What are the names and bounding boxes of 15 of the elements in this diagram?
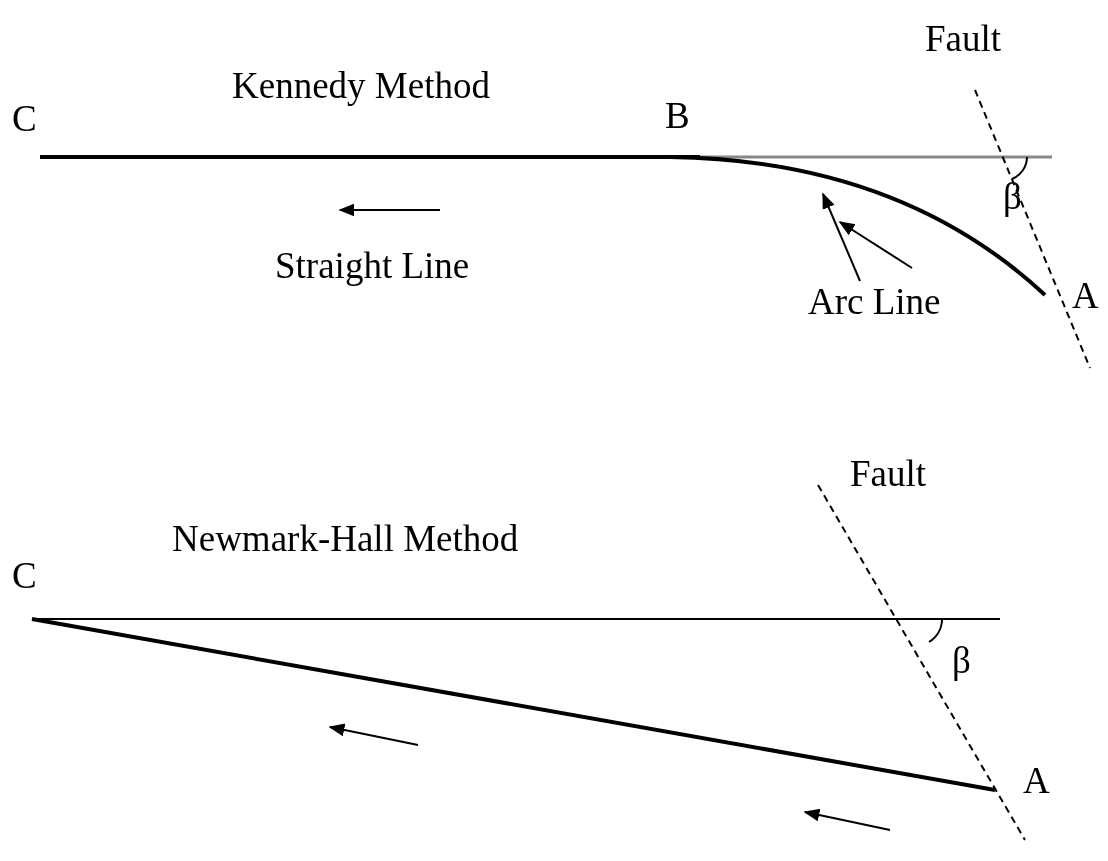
point-label: A: [1023, 762, 1050, 799]
method-title: Newmark-Hall Method: [172, 520, 519, 557]
leader-line: [822, 192, 861, 282]
angle-label: β: [952, 642, 971, 679]
method-title: Kennedy Method: [232, 67, 490, 104]
callout-label: Arc Line: [808, 283, 941, 320]
point-label: B: [665, 97, 690, 134]
fault-label: Fault: [850, 455, 927, 492]
point-label: C: [12, 100, 37, 137]
fault-label: Fault: [925, 20, 1002, 57]
point-label: C: [12, 557, 37, 594]
leader-line: [838, 221, 913, 269]
angle-label: β: [1003, 178, 1022, 215]
point-label: A: [1072, 277, 1099, 314]
line-label: Straight Line: [275, 247, 470, 284]
